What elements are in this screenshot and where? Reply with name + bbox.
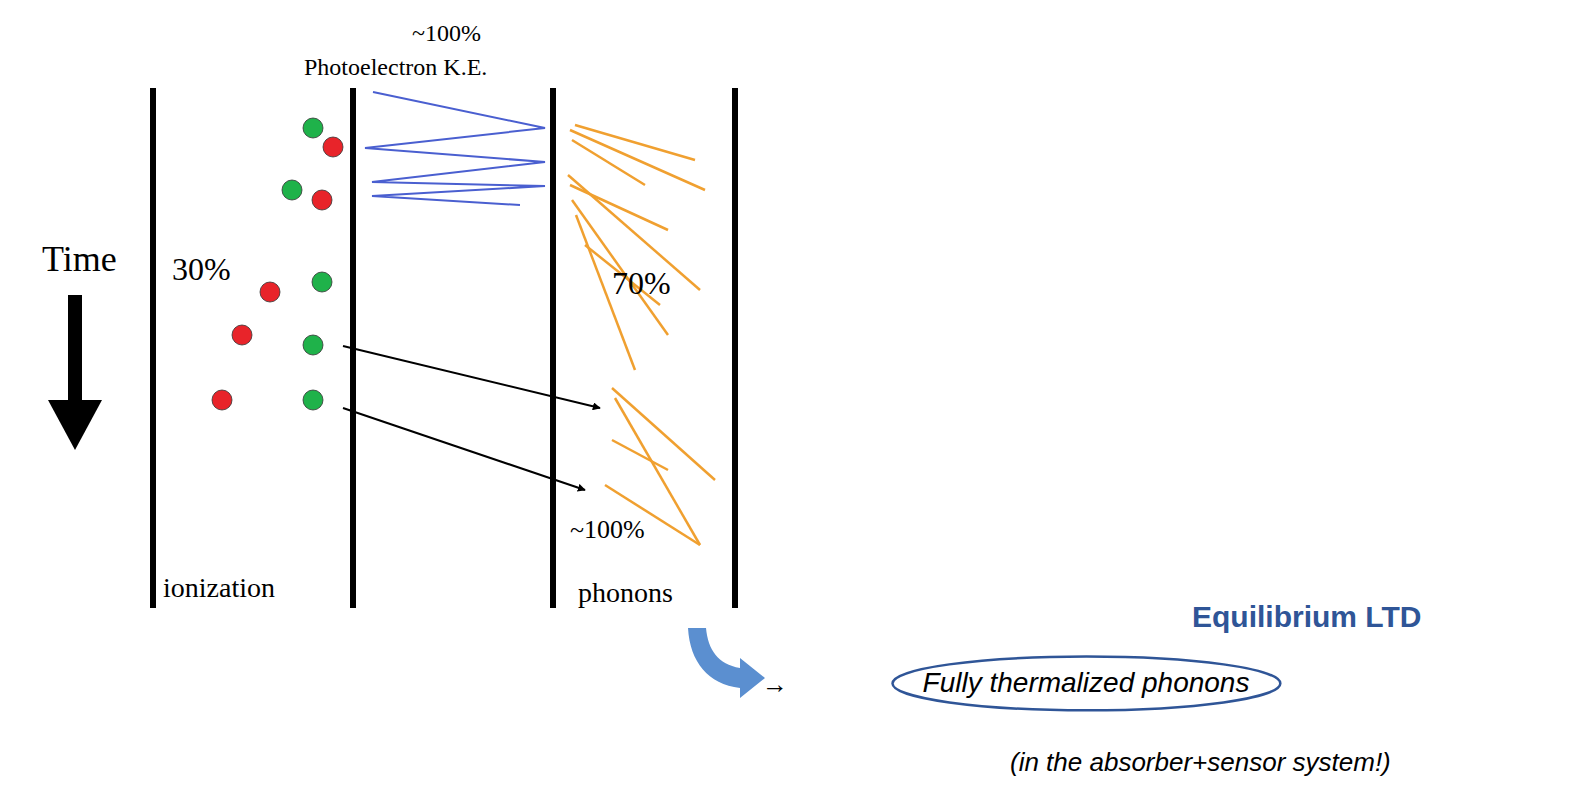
process-label: Photoelectron K.E. [304, 54, 487, 80]
transfer-arrows [343, 346, 600, 490]
note: (in the absorber+sensor system!) [1010, 748, 1391, 777]
wall-bars [153, 88, 735, 608]
time-arrow [48, 295, 102, 450]
phonon-tracks [568, 125, 715, 545]
charge-carriers [212, 118, 343, 410]
region-label: phonons [578, 578, 673, 609]
percent-label: 30% [172, 252, 231, 287]
region-label: ionization [163, 573, 275, 604]
axis-label: Time [42, 240, 117, 280]
photoelectron-zigzag [365, 92, 545, 205]
percent-label: 70% [612, 266, 671, 301]
ellipse-node: Fully thermalized phonons [891, 655, 1282, 712]
curved-arrow [688, 628, 765, 698]
node-text: Fully thermalized phonons [923, 668, 1250, 699]
percent-label: ~100% [412, 20, 481, 46]
percent-label: ~100% [570, 516, 645, 545]
heading: Equilibrium LTD [1192, 600, 1421, 633]
arrow-symbol: → [762, 670, 788, 699]
